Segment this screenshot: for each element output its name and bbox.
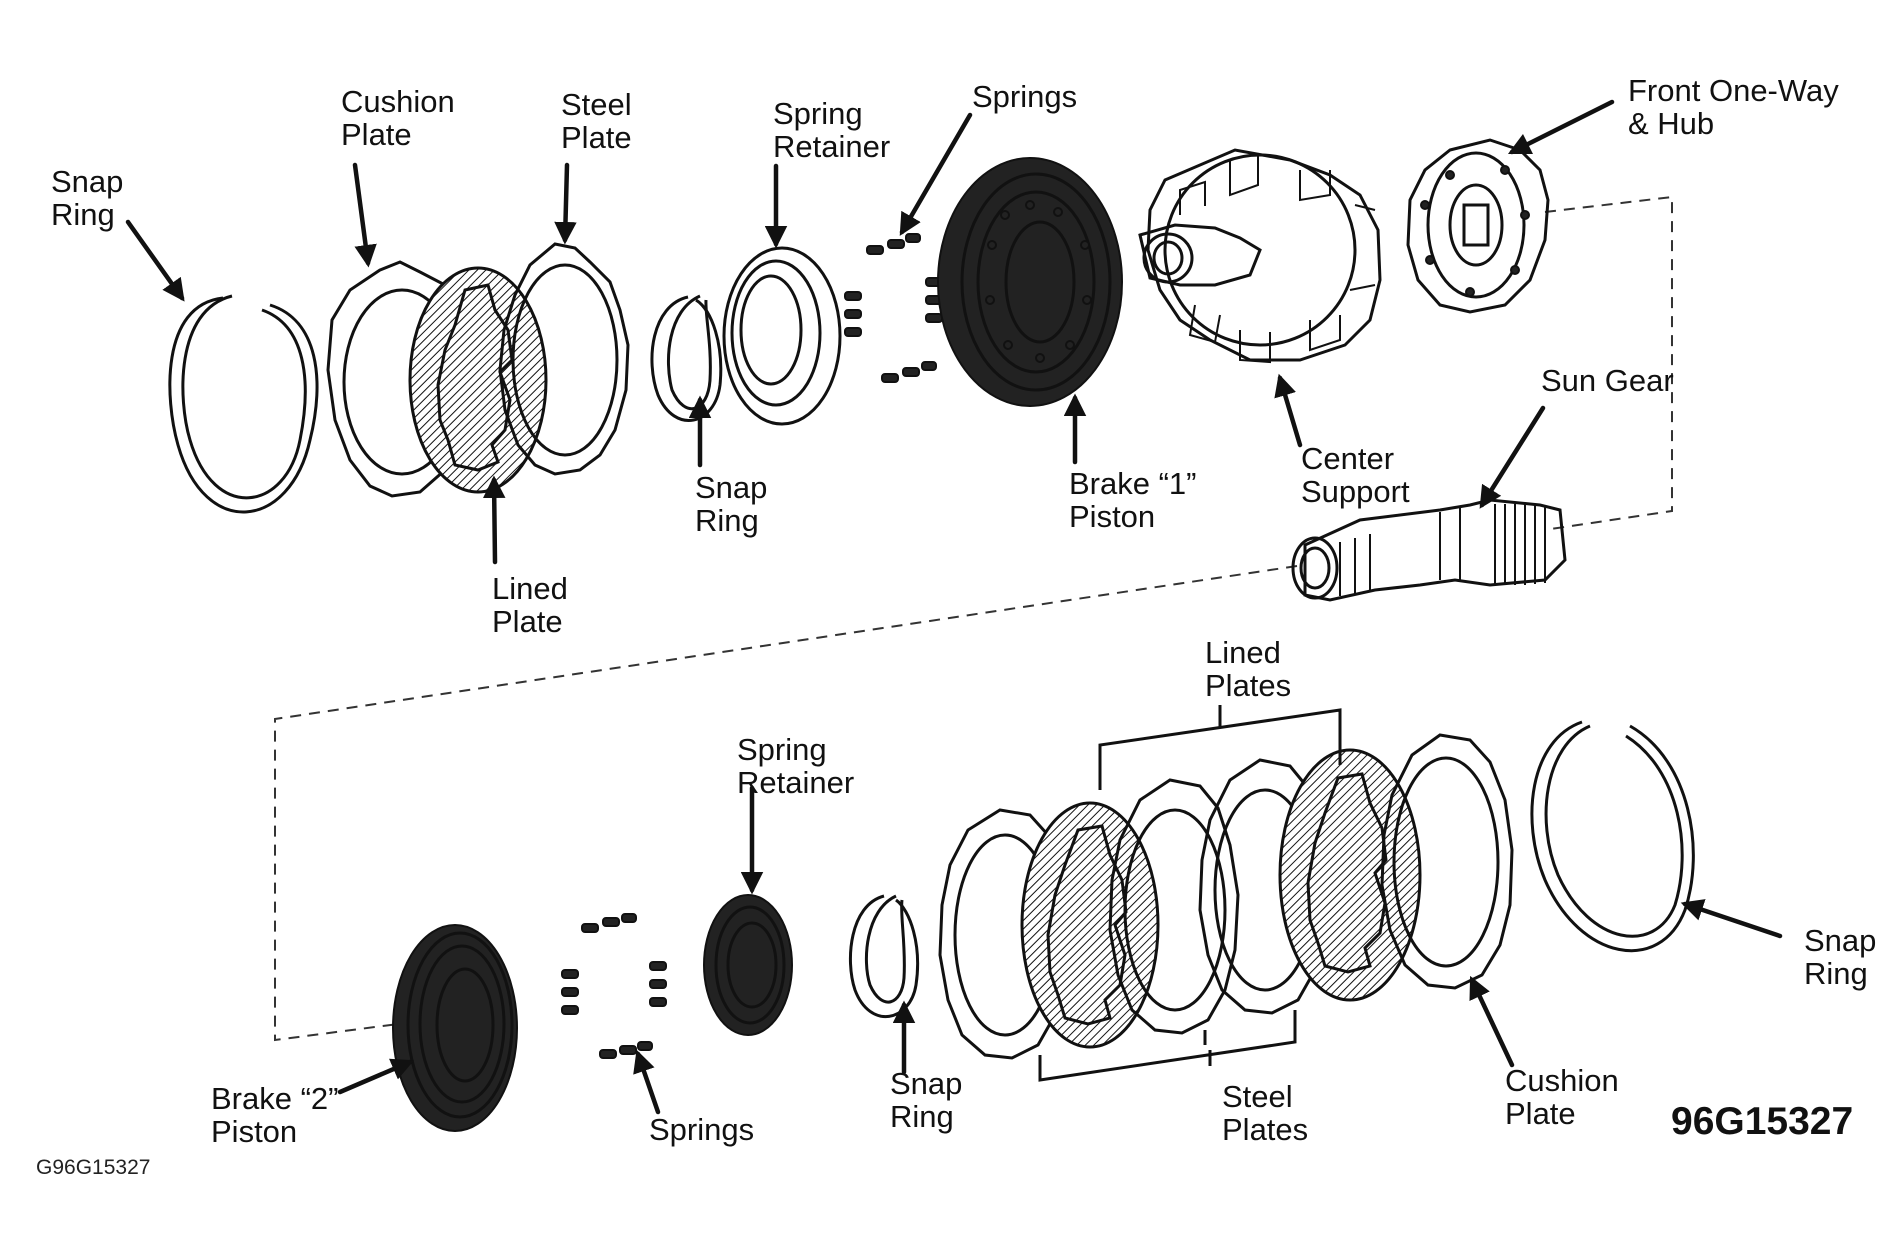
assembly-path-dashed	[274, 195, 1673, 1042]
front-one-way-hub-part	[1406, 138, 1550, 314]
brake-1-piston-part	[937, 157, 1123, 407]
spring-retainer-bottom-part	[703, 894, 793, 1036]
lined-plates-bracket	[1098, 705, 1342, 790]
spring-retainer-top-part	[722, 246, 842, 426]
label-springs-bottom: Springs	[649, 1112, 755, 1147]
label-springs-top: Springs	[972, 79, 1078, 114]
lined-plate-top-part	[408, 266, 548, 494]
snap-ring-top-mid-part	[650, 294, 723, 422]
center-support-part	[1138, 148, 1382, 364]
source-code: G96G15327	[36, 1156, 151, 1179]
cushion-plate-bottom-part	[1380, 733, 1514, 990]
steel-plate-top-part	[498, 242, 630, 476]
lined-plate-bottom-1-part	[1020, 801, 1160, 1049]
steel-plate-bottom-2-part	[1108, 778, 1240, 1035]
label-brake-1-piston: Brake “1”Piston	[1069, 466, 1197, 534]
leader-arrows	[125, 99, 1783, 1115]
snap-ring-bottom-right-part	[1530, 720, 1695, 953]
springs-top-part	[844, 233, 943, 383]
steel-plates-bracket	[1038, 1010, 1297, 1082]
label-brake-2-piston: Brake “2”Piston	[211, 1081, 339, 1149]
label-front-one-way-hub: Front One-Way& Hub	[1628, 73, 1839, 141]
lined-plate-bottom-2-part	[1278, 748, 1422, 1002]
figure-code: 96G15327	[1671, 1100, 1854, 1143]
label-sun-gear: Sun Gear	[1541, 363, 1674, 398]
snap-ring-top-left-part	[168, 294, 319, 514]
springs-bottom-part	[561, 913, 667, 1059]
snap-ring-bottom-mid-part	[849, 894, 920, 1019]
brake-2-piston-part	[392, 924, 518, 1132]
sun-gear-part	[1291, 498, 1567, 602]
